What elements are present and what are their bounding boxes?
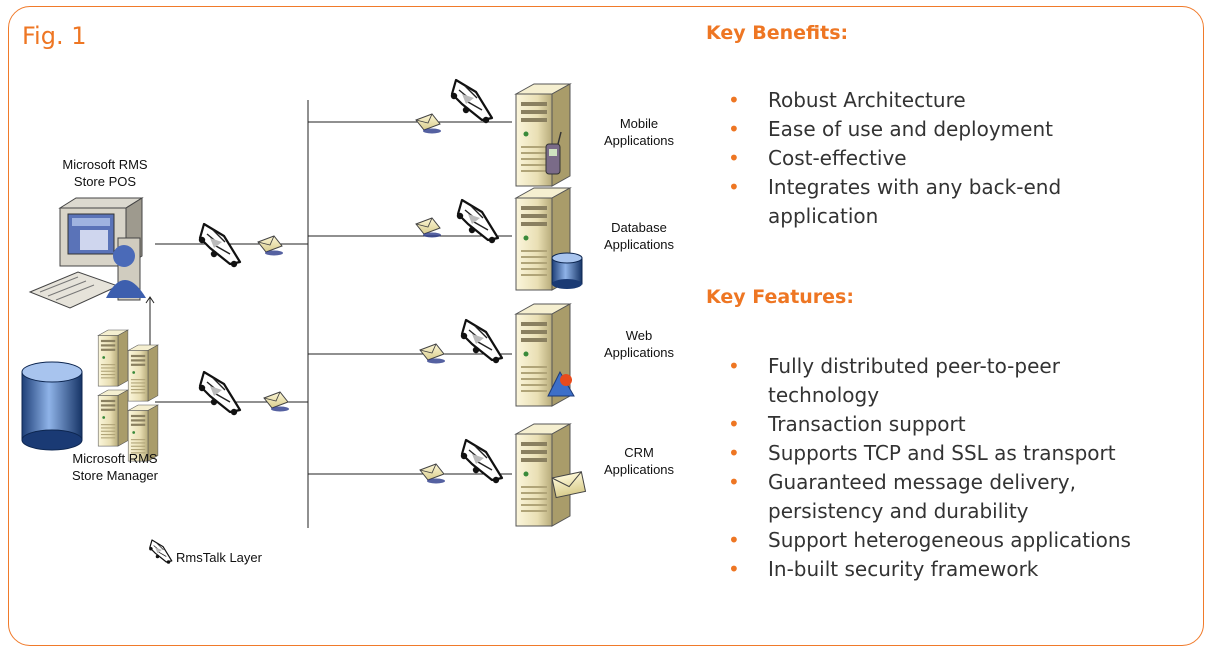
connection-lines xyxy=(145,100,512,528)
database-server-icon xyxy=(515,187,583,291)
crm-rmstalk-layer-icon xyxy=(459,438,504,485)
web-message-icon xyxy=(419,343,446,364)
database-message-icon xyxy=(415,217,442,238)
store-manager-servers-icon xyxy=(97,329,159,462)
features-list: •Fully distributed peer-to-peer technolo… xyxy=(716,352,1206,584)
rmstalk-layer-icon xyxy=(148,539,173,565)
benefits-list: •Robust Architecture •Ease of use and de… xyxy=(716,86,1206,231)
list-item: •Cost-effective xyxy=(728,146,907,170)
list-item: •Ease of use and deployment xyxy=(728,117,1053,141)
architecture-diagram xyxy=(21,78,587,565)
database-rmstalk-layer-icon xyxy=(455,198,500,245)
crm-message-icon xyxy=(419,463,446,484)
list-item: •Supports TCP and SSL as transport xyxy=(728,441,1116,465)
pos-rmstalk-layer-icon xyxy=(197,222,242,269)
crm-server-icon xyxy=(515,423,587,527)
list-item: •Guaranteed message delivery, persistenc… xyxy=(728,470,1076,523)
web-rmstalk-layer-icon xyxy=(459,318,504,365)
list-item: •Support heterogeneous applications xyxy=(728,528,1131,552)
pos-message-icon xyxy=(257,235,284,256)
mobile-server-icon xyxy=(515,83,571,187)
key-features-title: Key Features: xyxy=(706,286,854,308)
key-benefits-title: Key Benefits: xyxy=(706,22,849,44)
mobile-rmstalk-layer-icon xyxy=(449,78,494,125)
store-database-icon xyxy=(21,361,83,451)
figure-label: Fig. 1 xyxy=(22,22,87,50)
list-item: •In-built security framework xyxy=(728,557,1039,581)
list-item: •Fully distributed peer-to-peer technolo… xyxy=(728,354,1060,407)
web-server-icon xyxy=(515,303,575,407)
list-item: •Transaction support xyxy=(728,412,966,436)
legend-label: RmsTalk Layer xyxy=(176,550,262,565)
manager-rmstalk-layer-icon xyxy=(197,370,242,417)
pos-workstation-icon xyxy=(28,197,146,309)
list-item: •Robust Architecture xyxy=(728,88,966,112)
manager-message-icon xyxy=(263,391,290,412)
mobile-message-icon xyxy=(415,113,442,134)
list-item: •Integrates with any back-end applicatio… xyxy=(728,175,1062,228)
